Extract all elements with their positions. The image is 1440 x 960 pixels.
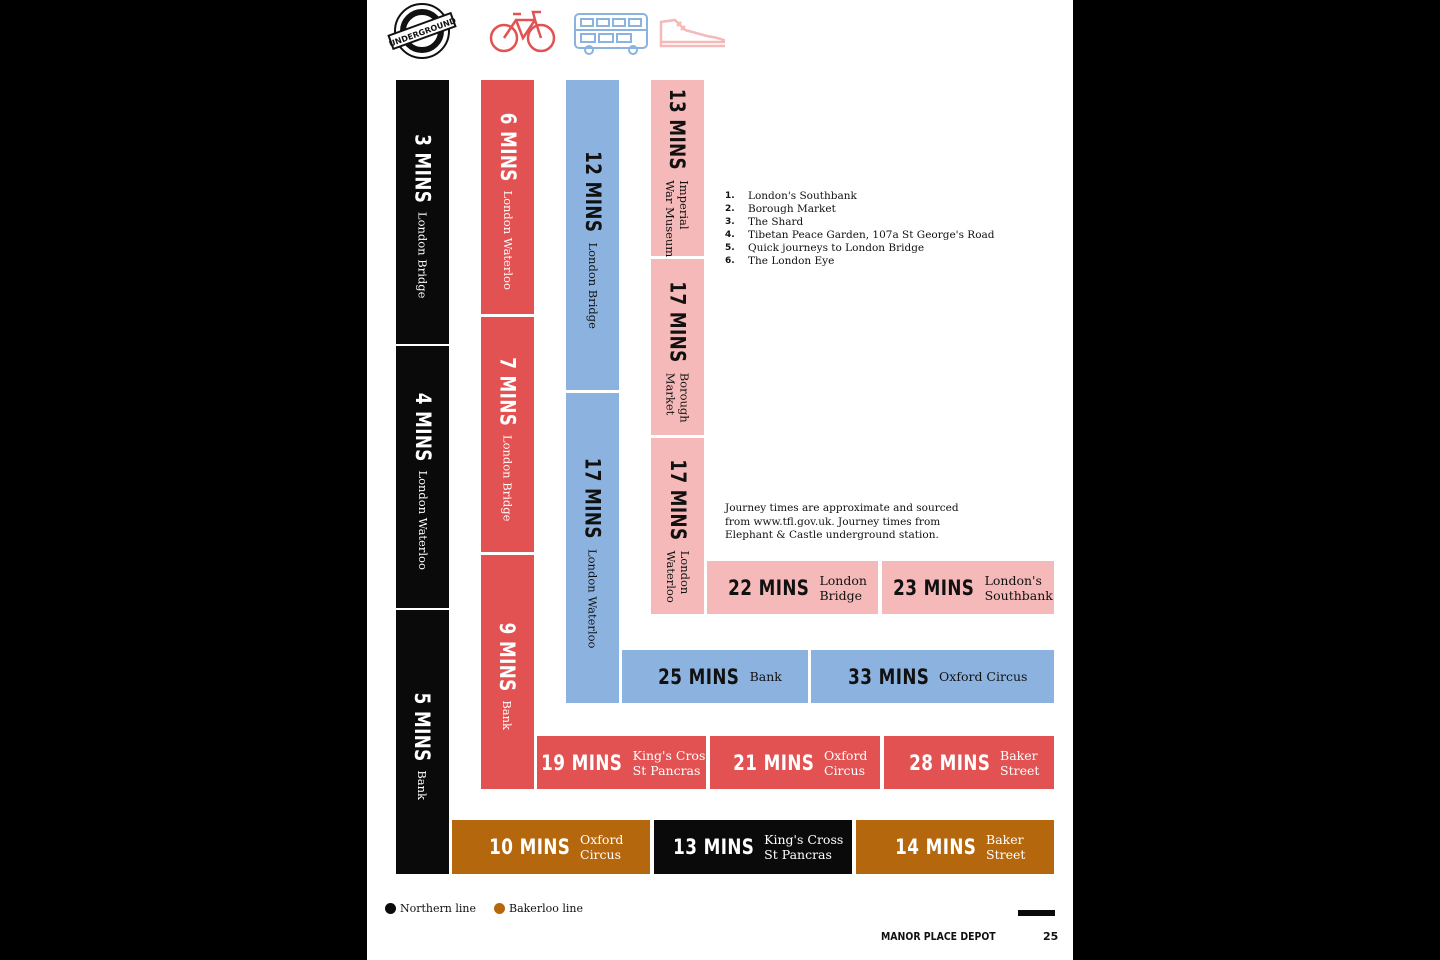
underground-roundel-icon: UNDERGROUND	[387, 3, 458, 59]
transport-icons: UNDERGROUND	[385, 0, 733, 60]
legend-northern: Northern line	[400, 902, 476, 915]
journey-note: Journey times are approximate and source…	[725, 502, 959, 541]
sneaker-icon	[659, 18, 733, 48]
bicycle-icon	[489, 10, 556, 53]
list-item: 2.Borough Market	[725, 203, 836, 215]
list-item: 4.Tibetan Peace Garden, 107a St George's…	[725, 229, 995, 241]
footer-bar	[1018, 910, 1055, 916]
bus-icon	[574, 13, 648, 55]
legend-bakerloo: Bakerloo line	[509, 902, 583, 915]
list-item: 5.Quick journeys to London Bridge	[725, 242, 925, 254]
list-item: 6.The London Eye	[725, 255, 835, 267]
brochure-page: UNDERGROUND	[367, 0, 1073, 960]
list-item: 3.The Shard	[725, 216, 804, 228]
bakerloo-line-swatch	[494, 903, 505, 914]
highlights-list: 1.London's Southbank 2.Borough Market 3.…	[725, 190, 995, 268]
legend: Northern line Bakerloo line	[385, 902, 583, 915]
footer-title: MANOR PLACE DEPOT	[881, 930, 996, 943]
page-number: 25	[1043, 930, 1059, 943]
northern-line-swatch	[385, 903, 396, 914]
list-item: 1.London's Southbank	[725, 190, 857, 202]
